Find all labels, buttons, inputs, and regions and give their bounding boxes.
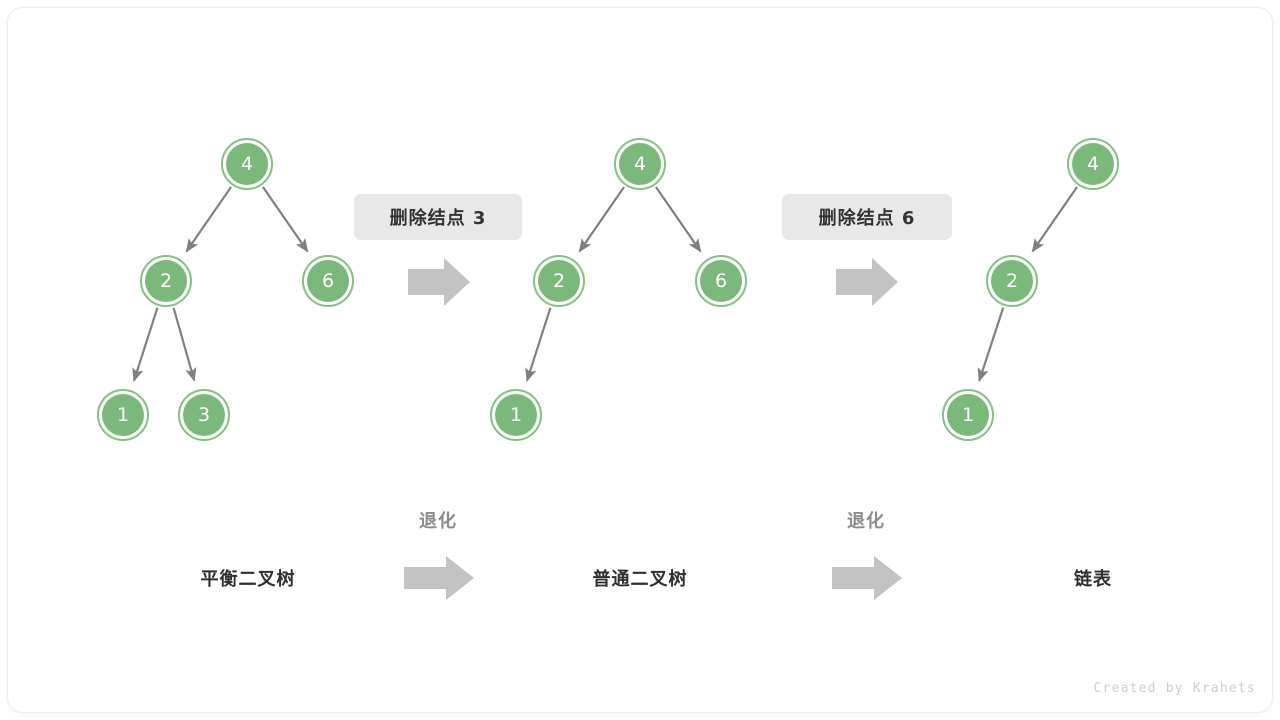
tree-edge-4-to-2 bbox=[578, 186, 625, 253]
tree-edge-4-to-6 bbox=[262, 186, 309, 253]
node-value: 2 bbox=[552, 269, 566, 292]
tree-node-6: 6 bbox=[695, 255, 747, 307]
block-arrows bbox=[404, 258, 902, 600]
node-circle: 4 bbox=[619, 143, 661, 185]
credit-text: Created by Krahets bbox=[1093, 681, 1256, 696]
node-circle: 2 bbox=[145, 260, 187, 302]
stage-label-linked-list: 链表 bbox=[1074, 569, 1112, 590]
degeneration-label-degenerate-2: 退化 bbox=[847, 511, 885, 532]
node-value: 2 bbox=[159, 269, 173, 292]
node-circle: 4 bbox=[1072, 143, 1114, 185]
node-value: 4 bbox=[1086, 152, 1100, 175]
node-circle: 1 bbox=[495, 394, 537, 436]
node-circle: 4 bbox=[226, 143, 268, 185]
operation-label: 删除结点 3 bbox=[389, 208, 487, 229]
tree-node-4: 4 bbox=[221, 138, 273, 190]
tree-edge-4-to-2 bbox=[1031, 186, 1078, 253]
degeneration-arrow-degenerate-1 bbox=[404, 556, 474, 600]
node-circle: 3 bbox=[183, 394, 225, 436]
node-circle: 6 bbox=[307, 260, 349, 302]
diagram-canvas bbox=[8, 8, 1272, 712]
transition-arrow-delete-node-3 bbox=[408, 258, 470, 306]
node-value: 1 bbox=[961, 403, 975, 426]
stage-label-ordinary-binary-tree: 普通二叉树 bbox=[592, 569, 688, 590]
tree-node-2: 2 bbox=[533, 255, 585, 307]
operation-box-delete-node-6: 删除结点 6 bbox=[782, 194, 952, 240]
tree-edge-2-to-3 bbox=[172, 307, 197, 382]
tree-edge-4-to-6 bbox=[655, 186, 702, 253]
degeneration-label-degenerate-1: 退化 bbox=[419, 511, 457, 532]
stage-label-balanced-binary-tree: 平衡二叉树 bbox=[200, 569, 296, 590]
tree-node-1: 1 bbox=[97, 389, 149, 441]
node-value: 4 bbox=[240, 152, 254, 175]
node-value: 6 bbox=[714, 269, 728, 292]
node-circle: 2 bbox=[538, 260, 580, 302]
tree-edge-4-to-2 bbox=[185, 186, 232, 253]
tree-edge-2-to-1 bbox=[977, 307, 1005, 383]
tree-node-2: 2 bbox=[140, 255, 192, 307]
tree-edge-2-to-1 bbox=[525, 307, 552, 382]
degeneration-arrow-degenerate-2 bbox=[832, 556, 902, 600]
tree-node-6: 6 bbox=[302, 255, 354, 307]
node-value: 4 bbox=[633, 152, 647, 175]
tree-node-1: 1 bbox=[490, 389, 542, 441]
tree-node-4: 4 bbox=[1067, 138, 1119, 190]
node-value: 2 bbox=[1005, 269, 1019, 292]
tree-node-2: 2 bbox=[986, 255, 1038, 307]
tree-node-3: 3 bbox=[178, 389, 230, 441]
node-circle: 2 bbox=[991, 260, 1033, 302]
node-circle: 1 bbox=[102, 394, 144, 436]
operation-box-delete-node-3: 删除结点 3 bbox=[354, 194, 522, 240]
node-value: 1 bbox=[116, 403, 130, 426]
node-value: 6 bbox=[321, 269, 335, 292]
transition-arrow-delete-node-6 bbox=[836, 258, 898, 306]
tree-edge-2-to-1 bbox=[132, 307, 159, 382]
node-circle: 1 bbox=[947, 394, 989, 436]
node-value: 3 bbox=[197, 403, 211, 426]
operation-label: 删除结点 6 bbox=[818, 208, 916, 229]
tree-node-1: 1 bbox=[942, 389, 994, 441]
node-value: 1 bbox=[509, 403, 523, 426]
node-circle: 6 bbox=[700, 260, 742, 302]
tree-node-4: 4 bbox=[614, 138, 666, 190]
